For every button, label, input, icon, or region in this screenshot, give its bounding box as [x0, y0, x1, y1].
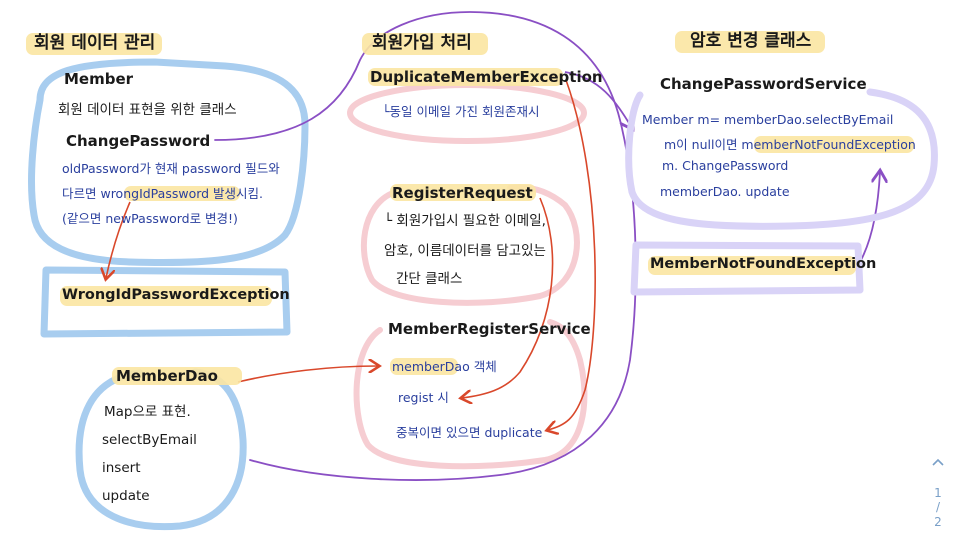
change-password-note-2: 다르면 wrongIdPassword 발생시킴.	[62, 186, 264, 201]
duplicate-exception-label: DuplicateMemberException	[370, 68, 603, 86]
member-dao-title: MemberDao	[116, 367, 218, 385]
page-total: 2	[934, 515, 942, 529]
register-service-outline	[353, 319, 588, 470]
member-dao-line-2: selectByEmail	[102, 432, 197, 448]
change-password-method: ChangePassword	[66, 132, 211, 150]
duplicate-exception-desc: └동일 이메일 가진 회원존재시	[382, 104, 540, 119]
member-dao-line-4: update	[102, 488, 150, 504]
member-dao-outline	[75, 368, 247, 531]
register-title: 회원가입 처리	[372, 33, 472, 53]
member-data-title: 회원 데이터 관리	[34, 33, 156, 53]
page-current: 1	[934, 486, 942, 500]
register-request-line-1: └ 회원가입시 필요한 이메일,	[384, 213, 546, 229]
request-to-regist-arrow	[462, 197, 554, 398]
page-up-button[interactable]	[930, 456, 946, 470]
register-request-outline	[360, 184, 580, 306]
change-password-service-label: ChangePasswordService	[660, 75, 867, 93]
change-password-note-1: oldPassword가 현재 password 필드와	[62, 161, 280, 176]
change-password-service-line-1: Member m= memberDao.selectByEmail	[642, 112, 894, 127]
not-found-connector	[859, 172, 880, 263]
change-password-to-exception-arrow	[106, 201, 131, 278]
change-password-note-3: (같으면 newPassword로 변경!)	[62, 211, 238, 226]
chevron-up-icon	[932, 458, 944, 466]
register-request-line-2: 암호, 이름데이터를 담고있는	[384, 243, 546, 259]
wrong-password-exception-label: WrongIdPasswordException	[62, 287, 290, 303]
register-service-line-3: 중복이면 있으면 duplicate	[396, 425, 543, 440]
register-service-label: MemberRegisterService	[388, 320, 591, 338]
member-dao-line-1: Map으로 표현.	[104, 404, 191, 420]
register-service-line-1: memberDao 객체	[392, 359, 497, 374]
register-request-label: RegisterRequest	[392, 184, 533, 202]
dao-to-service-arrow	[237, 366, 378, 383]
member-class-label: Member	[64, 70, 134, 88]
wrong-password-exception-outline	[40, 266, 291, 338]
register-service-line-2: regist 시	[398, 390, 449, 405]
member-desc: 회원 데이터 표현을 위한 클래스	[58, 102, 237, 118]
not-found-exception-label: MemberNotFoundException	[650, 256, 877, 272]
change-password-service-line-4: memberDao. update	[660, 184, 790, 199]
change-password-service-outline	[625, 88, 938, 230]
duplicate-to-service-arrow	[548, 79, 596, 430]
change-password-service-line-2: m이 null이면 memberNotFoundException	[664, 137, 916, 152]
member-group-outline	[28, 58, 309, 267]
page-separator: /	[935, 500, 941, 514]
member-dao-line-3: insert	[102, 460, 141, 476]
duplicate-to-password-arrow	[564, 71, 632, 128]
register-request-line-3: 간단 클래스	[396, 271, 463, 287]
not-found-exception-outline	[630, 241, 864, 296]
change-password-service-line-3: m. ChangePassword	[662, 158, 789, 173]
password-change-title: 암호 변경 클래스	[690, 31, 812, 51]
